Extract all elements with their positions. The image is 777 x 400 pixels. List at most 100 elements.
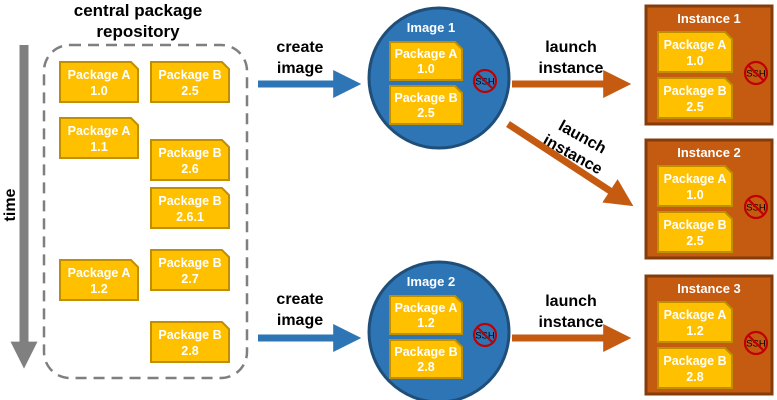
package-name: Package A (68, 68, 131, 82)
package-version: 1.1 (90, 140, 107, 154)
instance-title: Instance 2 (677, 145, 741, 160)
package-name: Package B (158, 146, 221, 160)
package-shape (150, 139, 230, 181)
package-version: 1.0 (417, 62, 434, 76)
repository-package: Package B 2.6.1 (150, 187, 230, 229)
package-version: 1.0 (686, 188, 703, 202)
repository-package: Package A 1.1 (59, 117, 139, 159)
instance-package: Package B2.5 (657, 211, 733, 253)
package-name: Package A (664, 172, 727, 186)
package-name: Package A (68, 266, 131, 280)
launch-instance-arrow-2-shaft (506, 121, 634, 207)
package-version: 2.6.1 (176, 210, 204, 224)
package-name: Package A (68, 124, 131, 138)
launch-instance-label-1-line2: instance (539, 60, 604, 77)
image-package: Package B2.8 (389, 339, 463, 379)
package-name: Package B (663, 218, 726, 232)
create-image-arrow-2: create image (258, 291, 362, 352)
package-name: Package A (664, 38, 727, 52)
launch-instance-label-1-line1: launch (545, 39, 597, 56)
package-name: Package A (664, 308, 727, 322)
image-package: Package A1.2 (389, 295, 463, 335)
no-ssh-icon: SSH (743, 330, 769, 356)
no-ssh-circle (743, 60, 769, 86)
package-name: Package B (663, 354, 726, 368)
package-version: 2.5 (686, 100, 703, 114)
create-image-label-2-line2: image (277, 312, 323, 329)
package-shape (657, 347, 733, 389)
image-title: Image 1 (407, 20, 455, 35)
package-shape (150, 321, 230, 363)
image-package: Package B2.5 (389, 85, 463, 125)
package-version: 1.2 (90, 282, 107, 296)
launch-instance-label-3-line1: launch (545, 293, 597, 310)
repository-package: Package B 2.8 (150, 321, 230, 363)
instance-package: Package A1.2 (657, 301, 733, 343)
package-shape (657, 165, 733, 207)
package-name: Package B (663, 84, 726, 98)
instance-package: Package A 1.0 (657, 31, 733, 73)
package-name: Package A (395, 301, 458, 315)
no-ssh-icon: SSH (743, 194, 769, 220)
instance-title: Instance 3 (677, 281, 741, 296)
no-ssh-slash (476, 326, 494, 344)
package-name: Package A (395, 47, 458, 61)
package-shape (389, 295, 463, 335)
no-ssh-circle (472, 68, 498, 94)
package-shape (59, 61, 139, 103)
create-image-label-2-line1: create (276, 291, 323, 308)
package-shape (389, 41, 463, 81)
image-package: Package A1.0 (389, 41, 463, 81)
package-name: Package B (158, 68, 221, 82)
launch-instance-arrow-1: launch instance (512, 39, 632, 98)
package-name: Package B (158, 194, 221, 208)
package-version: 1.0 (686, 54, 703, 68)
no-ssh-circle (472, 322, 498, 348)
package-version: 1.0 (90, 84, 107, 98)
package-version: 2.5 (181, 84, 198, 98)
repository-package: Package B 2.5 (150, 61, 230, 103)
no-ssh-slash (747, 198, 765, 216)
package-shape (59, 259, 139, 301)
central-package-repository: central package repository Package A1.0P… (42, 1, 249, 380)
package-name: Package B (394, 91, 457, 105)
launch-instance-arrow-3: launch instance (512, 293, 632, 352)
repository-package: Package A 1.0 (59, 61, 139, 103)
package-version: 2.6 (181, 162, 198, 176)
package-shape (150, 187, 230, 229)
package-name: Package B (158, 256, 221, 270)
create-image-label-1-line1: create (276, 39, 323, 56)
package-shape (150, 61, 230, 103)
no-ssh-circle (743, 194, 769, 220)
package-version: 2.8 (417, 360, 434, 374)
repository-package: Package B 2.6 (150, 139, 230, 181)
instance-package: Package B 2.5 (657, 77, 733, 119)
package-shape (657, 211, 733, 253)
repository-title-line1: central package (74, 1, 203, 20)
time-label: time (2, 188, 19, 221)
package-shape (657, 77, 733, 119)
package-shape (657, 301, 733, 343)
package-name: Package B (158, 328, 221, 342)
package-shape (389, 85, 463, 125)
time-axis: time (2, 45, 38, 369)
instance-title: Instance 1 (677, 11, 741, 26)
package-version: 1.2 (417, 316, 434, 330)
package-name: Package B (394, 345, 457, 359)
repository-title-line2: repository (96, 22, 180, 41)
repository-package: Package A 1.2 (59, 259, 139, 301)
package-version: 2.8 (181, 344, 198, 358)
no-ssh-slash (747, 64, 765, 82)
no-ssh-circle (743, 330, 769, 356)
no-ssh-icon: SSH (472, 68, 498, 94)
package-shape (59, 117, 139, 159)
package-shape (150, 249, 230, 291)
repository-package: Package B2.7 (150, 249, 230, 291)
launch-instance-label-3-line2: instance (539, 314, 604, 331)
